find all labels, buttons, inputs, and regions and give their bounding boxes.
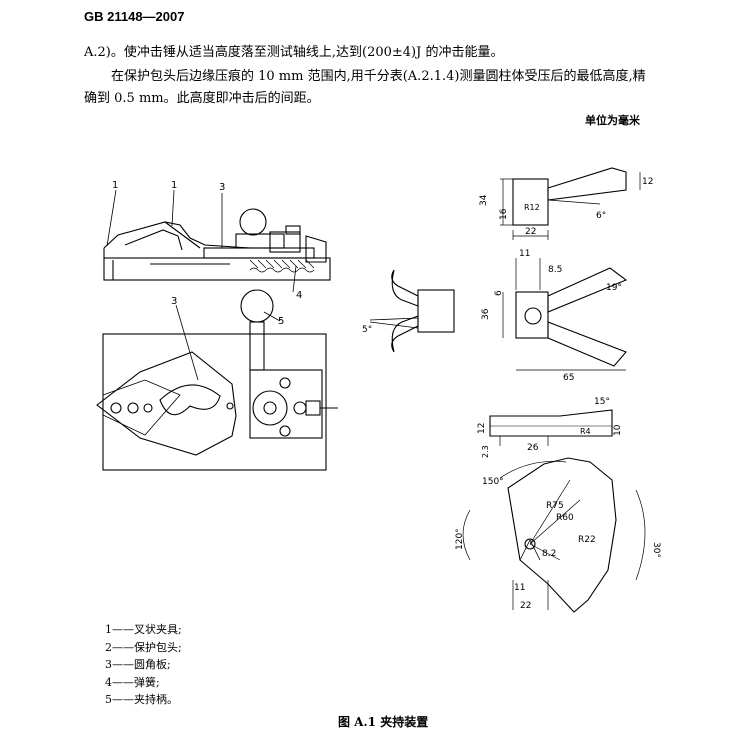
callout-5: 5 bbox=[278, 316, 284, 327]
callout-3b: 3 bbox=[171, 296, 177, 307]
legend-item: 1——叉状夹具; bbox=[105, 623, 182, 636]
callout-4: 4 bbox=[296, 290, 302, 301]
callout-1a: 1 bbox=[112, 180, 118, 191]
body-text-line-3: 确到 0.5 mm。此高度即冲击后的间距。 bbox=[84, 91, 320, 106]
legend-item: 5——夹持柄。 bbox=[105, 693, 178, 707]
dim-11b: 11 bbox=[514, 583, 525, 593]
side-view bbox=[103, 189, 331, 293]
dim-6: 6 bbox=[494, 290, 504, 296]
legend-item: 3——圆角板; bbox=[105, 658, 171, 672]
dim-r22: R22 bbox=[578, 535, 596, 545]
dim-65: 65 bbox=[563, 373, 574, 383]
dim-22b: 22 bbox=[520, 601, 531, 611]
dim-22-top: 22 bbox=[525, 227, 536, 237]
dim-8-5: 8.5 bbox=[548, 265, 562, 275]
dim-r60: R60 bbox=[556, 513, 574, 523]
dim-2-3: 2.3 bbox=[481, 445, 490, 458]
dim-19deg: 19° bbox=[606, 283, 622, 293]
dim-15deg: 15° bbox=[594, 397, 610, 407]
dim-16: 16 bbox=[499, 208, 509, 220]
fork-side-view bbox=[500, 167, 641, 240]
dim-r4: R4 bbox=[580, 427, 591, 436]
dim-36: 36 bbox=[481, 308, 491, 320]
legend: 1——叉状夹具; 2——保护包头; 3——圆角板; 4——弹簧; 5——夹持柄。 bbox=[105, 621, 182, 709]
corner-plate-side bbox=[489, 409, 613, 446]
plan-view bbox=[96, 289, 338, 471]
corner-plate-plan bbox=[462, 457, 646, 613]
standard-number: GB 21148—2007 bbox=[84, 9, 185, 24]
dim-r12: R12 bbox=[524, 203, 540, 212]
dim-12b: 12 bbox=[477, 423, 487, 434]
unit-note: 单位为毫米 bbox=[585, 114, 640, 127]
dim-34: 34 bbox=[479, 194, 489, 206]
fork-plan-view bbox=[502, 258, 628, 371]
dim-r75: R75 bbox=[546, 501, 564, 511]
dim-8-2: 8.2 bbox=[542, 549, 556, 559]
body-text-line-2: 在保护包头后边缘压痕的 10 mm 范围内,用千分表(A.2.1.4)测量圆柱体… bbox=[111, 69, 646, 84]
dim-6deg: 6° bbox=[596, 211, 606, 221]
figure-caption: 图 A.1 夹持装置 bbox=[338, 715, 429, 729]
dim-11: 11 bbox=[519, 249, 530, 259]
callout-3a: 3 bbox=[219, 182, 225, 193]
dim-12: 12 bbox=[642, 177, 653, 187]
dim-120deg: 120° bbox=[455, 528, 465, 550]
legend-item: 4——弹簧; bbox=[105, 675, 160, 689]
dim-26: 26 bbox=[527, 443, 539, 453]
callout-1b: 1 bbox=[171, 180, 177, 191]
dim-30deg: 30° bbox=[651, 542, 661, 558]
dim-150deg: 150° bbox=[482, 477, 504, 487]
dim-10: 10 bbox=[613, 424, 623, 436]
body-text-line-1: A.2)。使冲击锤从适当高度落至测试轴线上,达到(200±4)J 的冲击能量。 bbox=[84, 45, 504, 60]
dim-5deg: 5° bbox=[362, 325, 372, 335]
legend-item: 2——保护包头; bbox=[105, 640, 182, 654]
wing-nut bbox=[369, 269, 455, 353]
